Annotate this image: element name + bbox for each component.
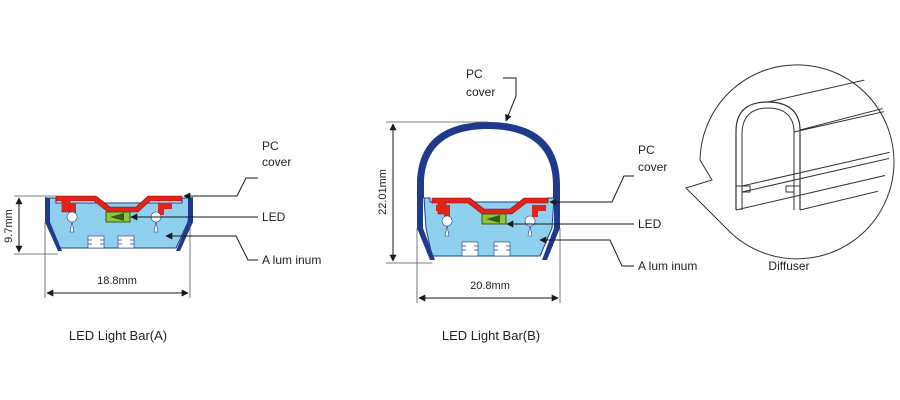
bar-b-top-cover-label-2: cover (466, 85, 495, 99)
bar-b-height-label: 22.01mm (377, 169, 389, 215)
bar-a-pc-cover-label-1: PC (262, 139, 279, 153)
bar-a-aluminium-label: A lum inum (262, 253, 321, 267)
bar-b-screw-channel-left (461, 241, 479, 257)
bar-b-left-clip (436, 205, 450, 217)
bar-a-aluminium-leader (165, 232, 258, 261)
bar-b-keyhole-left (441, 215, 453, 237)
led-light-bar-b: 22.01mm 20.8mm PC cover PC cover LED A l… (377, 67, 697, 343)
bar-a-caption: LED Light Bar(A) (69, 328, 167, 343)
bar-b-pc-cover-leader (549, 175, 634, 206)
bar-b-housing-outline (417, 198, 560, 260)
diffuser-bubble (685, 64, 895, 260)
bar-b-aluminium-leader (539, 236, 634, 267)
led-light-bar-a: 9.7mm 18.8mm PC cover LED A lum inum LED… (3, 139, 321, 343)
bar-b-dome-cover (417, 122, 560, 198)
bar-a-led-label: LED (262, 210, 286, 224)
bar-b-width-label: 20.8mm (470, 280, 510, 292)
bar-b-top-cover-label-1: PC (466, 67, 483, 81)
bar-a-led-emitter (110, 213, 124, 221)
bar-a-pc-cover-leader (183, 177, 258, 200)
bar-b-led-emitter (486, 215, 500, 223)
bar-a-screw-channel-left (87, 235, 105, 249)
diffuser-feet (736, 185, 800, 193)
bar-a-height-label: 9.7mm (3, 209, 15, 243)
bar-a-width-label: 18.8mm (97, 275, 137, 287)
bar-b-led-label: LED (638, 217, 662, 231)
bar-a-keyhole-left (66, 211, 78, 233)
bar-b-pc-cover-label-2: cover (638, 160, 667, 174)
bar-b-right-clip (532, 205, 546, 217)
diffuser-label: Diffuser (768, 259, 809, 273)
diffuser-body-lines (735, 71, 890, 211)
bar-a-screw-channel-right (117, 235, 135, 249)
bar-b-caption: LED Light Bar(B) (442, 328, 540, 343)
bar-b-pc-cover-label-1: PC (638, 143, 655, 157)
bar-b-top-cover-leader (503, 77, 517, 122)
bar-b-aluminium-label: A lum inum (638, 259, 697, 273)
bar-b-screw-channel-right (493, 241, 511, 257)
bar-a-screw-teeth (88, 239, 134, 245)
diffuser-profile-inner (741, 107, 795, 210)
bar-b-screw-teeth (462, 245, 510, 251)
bar-a-pc-cover-label-2: cover (262, 155, 291, 169)
diffuser-detail: Diffuser (685, 64, 895, 273)
bar-a-right-clip (158, 203, 172, 215)
